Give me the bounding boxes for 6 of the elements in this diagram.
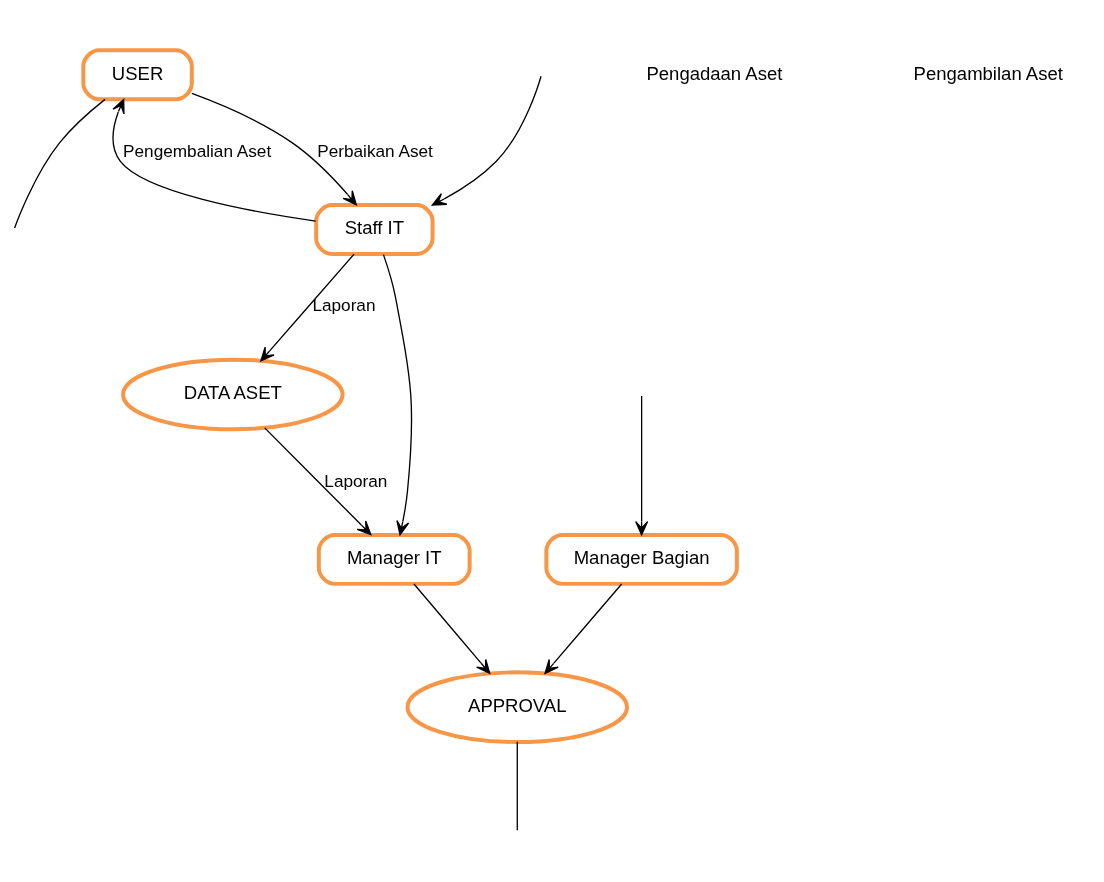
edge-label: Laporan — [312, 295, 376, 316]
edge-label: Pengembalian Aset — [123, 140, 272, 161]
edge-label: Laporan — [324, 470, 388, 491]
edge-label: Perbaikan Aset — [317, 140, 433, 161]
label: Pengambilan Aset — [913, 62, 1063, 84]
label: Pengadaan Aset — [646, 62, 783, 84]
